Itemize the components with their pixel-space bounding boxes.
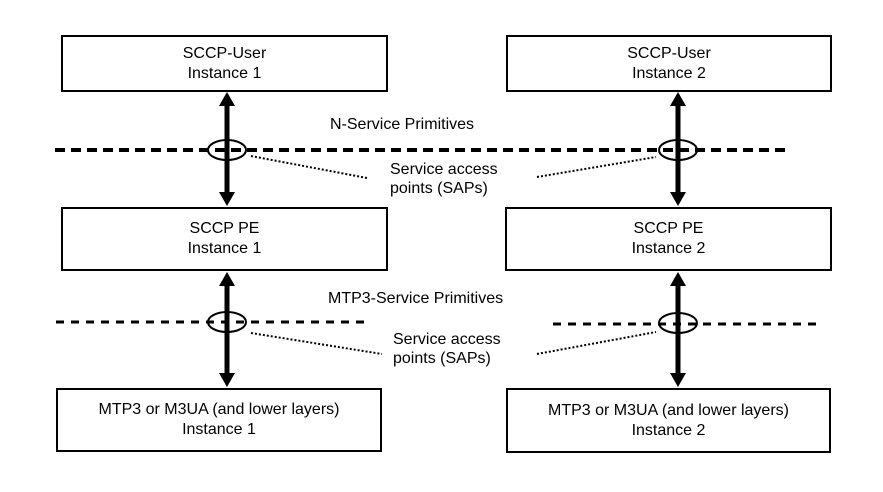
label-service-access-points-upper: Service access points (SAPs) xyxy=(390,160,498,198)
sap-ellipse-mtp3-service-2 xyxy=(658,312,698,334)
box-label-line: SCCP PE xyxy=(189,220,260,237)
box-label-line: Instance 2 xyxy=(631,421,706,439)
box-label-line: SCCP-User xyxy=(182,44,267,62)
box-mtp3-m3ua-instance-1: MTP3 or M3UA (and lower layers) Instance… xyxy=(56,388,382,452)
box-label-line: Instance 2 xyxy=(631,240,706,257)
box-label-line: SCCP PE xyxy=(633,220,704,237)
box-sccp-pe-instance-2: SCCP PE Instance 2 xyxy=(505,207,832,271)
arrow-sccp-pe-2-to-mtp3-2 xyxy=(670,272,686,387)
box-label-line: Instance 1 xyxy=(187,240,262,257)
box-sccp-user-instance-2: SCCP-User Instance 2 xyxy=(506,35,832,92)
leader-line-lower-left xyxy=(250,332,383,355)
arrow-sccp-user-2-to-sccp-pe-2 xyxy=(670,92,686,206)
label-line: Service access xyxy=(393,331,501,348)
label-line: points (SAPs) xyxy=(393,350,491,367)
box-label-line: MTP3 or M3UA (and lower layers) xyxy=(548,401,789,419)
label-line: points (SAPs) xyxy=(390,180,488,197)
sap-ellipse-n-service-2 xyxy=(658,139,698,161)
leader-line-upper-right xyxy=(536,156,657,178)
arrow-sccp-user-1-to-sccp-pe-1 xyxy=(219,92,235,206)
box-label-line: MTP3 or M3UA (and lower layers) xyxy=(98,401,340,418)
label-service-access-points-lower: Service access points (SAPs) xyxy=(393,330,501,368)
box-sccp-pe-instance-1: SCCP PE Instance 1 xyxy=(61,207,388,271)
label-mtp3-service-primitives: MTP3-Service Primitives xyxy=(328,290,504,307)
sap-ellipse-n-service-1 xyxy=(207,139,247,161)
box-label-line: Instance 2 xyxy=(632,64,706,82)
box-label-line: Instance 1 xyxy=(187,64,262,82)
leader-line-upper-left xyxy=(250,155,368,179)
label-n-service-primitives: N-Service Primitives xyxy=(330,116,475,133)
label-line: Service access xyxy=(390,161,498,178)
box-label-line: Instance 1 xyxy=(182,421,256,438)
box-mtp3-m3ua-instance-2: MTP3 or M3UA (and lower layers) Instance… xyxy=(506,388,831,453)
box-label-line: SCCP-User xyxy=(627,44,711,62)
box-sccp-user-instance-1: SCCP-User Instance 1 xyxy=(61,35,388,92)
arrow-sccp-pe-1-to-mtp3-1 xyxy=(219,272,235,387)
sap-ellipse-mtp3-service-1 xyxy=(207,311,247,333)
leader-line-lower-right xyxy=(536,331,657,355)
